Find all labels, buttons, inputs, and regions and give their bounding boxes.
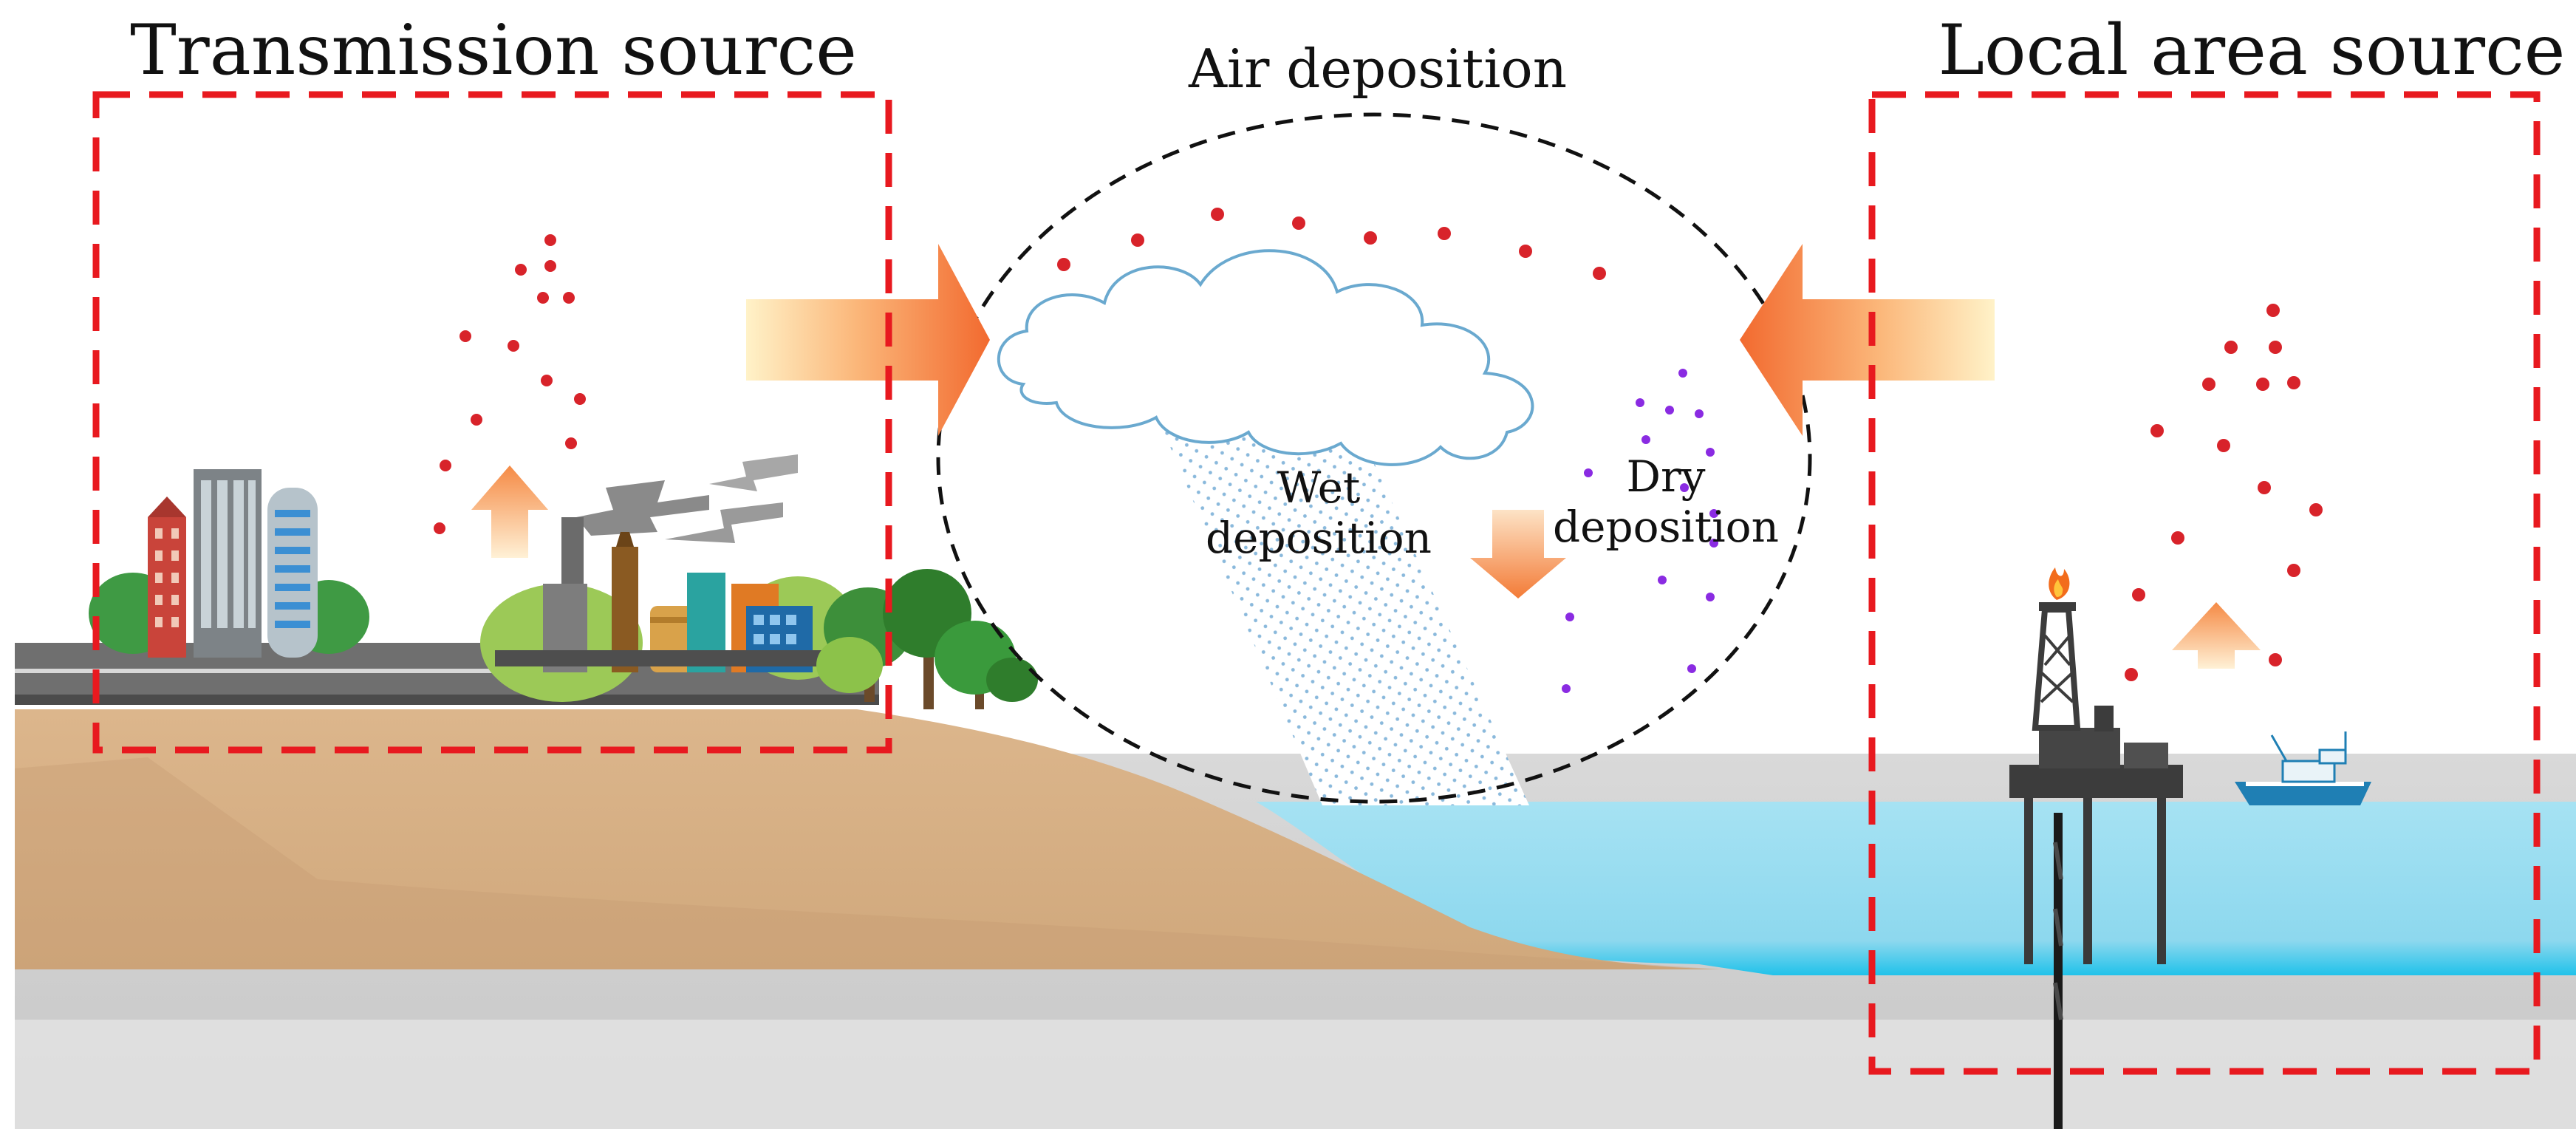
right-upward-arrow: [2172, 602, 2261, 669]
local-area-source-title: Local area source: [1938, 10, 2566, 91]
wet-deposition-label-line1: Wet: [1277, 463, 1361, 513]
sand-lower-shade: [15, 757, 1721, 969]
oil-platform-icon: [2009, 567, 2183, 1129]
right-inflow-arrow: [1740, 244, 1995, 436]
transmission-source-frame: [92, 91, 892, 754]
left-upward-arrow: [471, 465, 548, 558]
pollutant-particles-dry: [1562, 369, 1718, 693]
air-deposition-ellipse: [936, 112, 1812, 804]
pollutant-particles-right: [2125, 304, 2323, 681]
road-stripe: [15, 669, 495, 673]
air-deposition-title: Air deposition: [1188, 38, 1567, 100]
pollutant-particles-left: [434, 234, 586, 534]
rain-icon: [1156, 414, 1529, 805]
trees-icon: [816, 569, 1038, 709]
fishing-boat-icon: [2235, 731, 2371, 805]
road-edge: [15, 695, 879, 705]
left-inflow-arrow: [746, 244, 990, 436]
sand-slope: [15, 709, 1721, 969]
local-area-source-frame: [1868, 91, 2541, 1075]
wet-deposition-label-line2: deposition: [1206, 513, 1432, 563]
cloud-icon: [997, 249, 1534, 466]
sea: [1256, 802, 2576, 975]
pollutant-particles-air: [1057, 208, 1606, 280]
dry-deposition-label-line1: Dry: [1627, 451, 1706, 502]
city-buildings-icon: [89, 469, 369, 658]
factory-icon: [480, 454, 879, 702]
dry-deposition-label-line2: deposition: [1553, 502, 1779, 552]
transmission-source-title: Transmission source: [130, 10, 857, 91]
dry-deposition-arrow: [1470, 510, 1566, 598]
